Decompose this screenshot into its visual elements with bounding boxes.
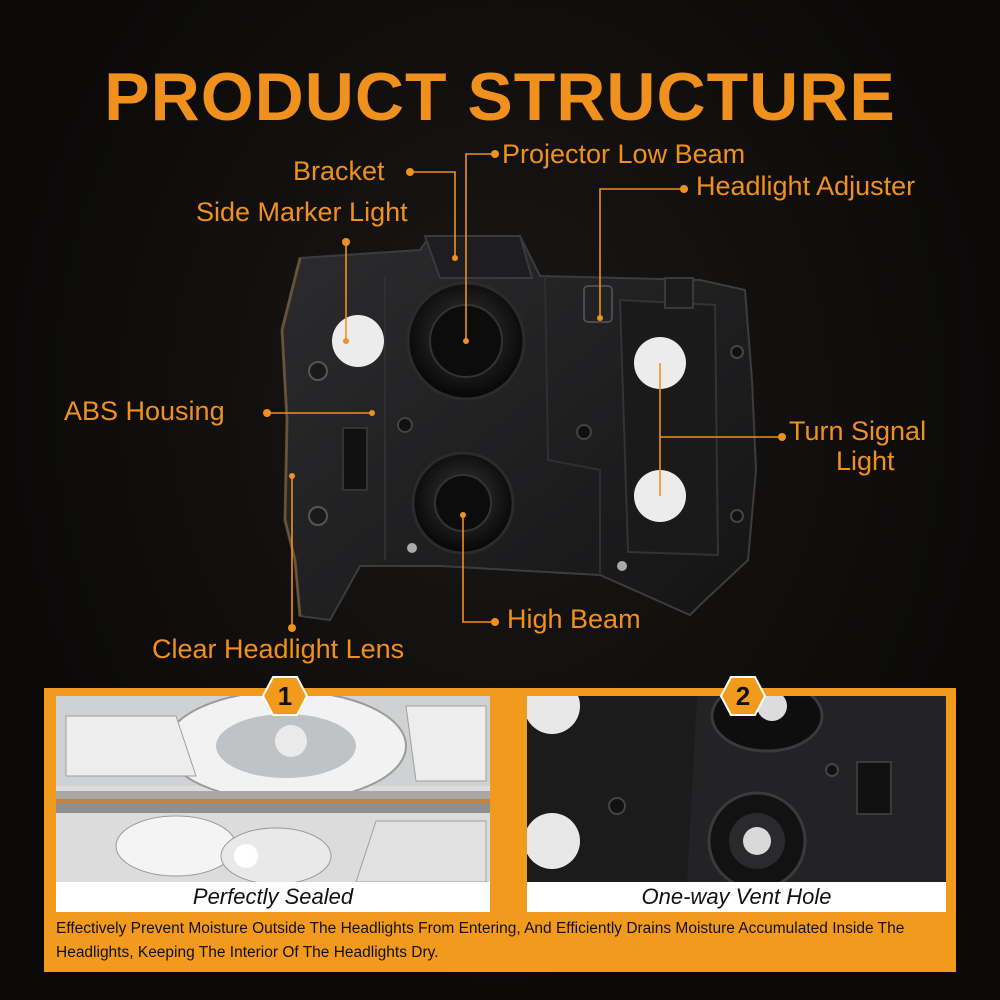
label-high-beam: High Beam bbox=[507, 604, 641, 634]
side-marker-bulb-cap bbox=[332, 315, 384, 367]
label-clear-headlight-lens: Clear Headlight Lens bbox=[152, 634, 405, 664]
feature-photo-sealed bbox=[56, 696, 490, 882]
turn-signal-leader bbox=[659, 363, 782, 496]
high-beam-lens bbox=[411, 451, 515, 555]
leader-lines bbox=[267, 153, 782, 628]
feature-description: Effectively Prevent Moisture Outside The… bbox=[56, 920, 905, 961]
feature-badge-1-number: 1 bbox=[277, 681, 293, 711]
feature-badge-2: 2 bbox=[719, 676, 767, 716]
headlight-adjuster-leader bbox=[599, 188, 684, 318]
bracket-leader bbox=[410, 171, 456, 258]
caption-perfectly-sealed: Perfectly Sealed bbox=[56, 882, 490, 912]
page-title: PRODUCT STRUCTURE bbox=[104, 59, 896, 135]
label-turn-signal-line2: Light bbox=[836, 446, 895, 476]
feature-badge-2-number: 2 bbox=[735, 681, 751, 711]
label-abs-housing: ABS Housing bbox=[64, 396, 225, 426]
caption-one-way-vent-hole: One-way Vent Hole bbox=[527, 882, 946, 912]
label-turn-signal-line1: Turn Signal bbox=[789, 416, 927, 446]
feature-badge-1: 1 bbox=[261, 676, 309, 716]
projector-low-beam-leader bbox=[465, 153, 495, 341]
leader-dots bbox=[263, 150, 786, 632]
label-headlight-adjuster: Headlight Adjuster bbox=[696, 171, 916, 201]
label-side-marker-light: Side Marker Light bbox=[196, 197, 408, 227]
feature-photo-vent-hole bbox=[527, 696, 946, 882]
headlight-diagram bbox=[263, 150, 786, 632]
label-bracket: Bracket bbox=[293, 156, 385, 186]
label-projector-low-beam: Projector Low Beam bbox=[502, 139, 746, 169]
high-beam-leader bbox=[462, 515, 495, 623]
headlight-housing bbox=[280, 235, 758, 622]
